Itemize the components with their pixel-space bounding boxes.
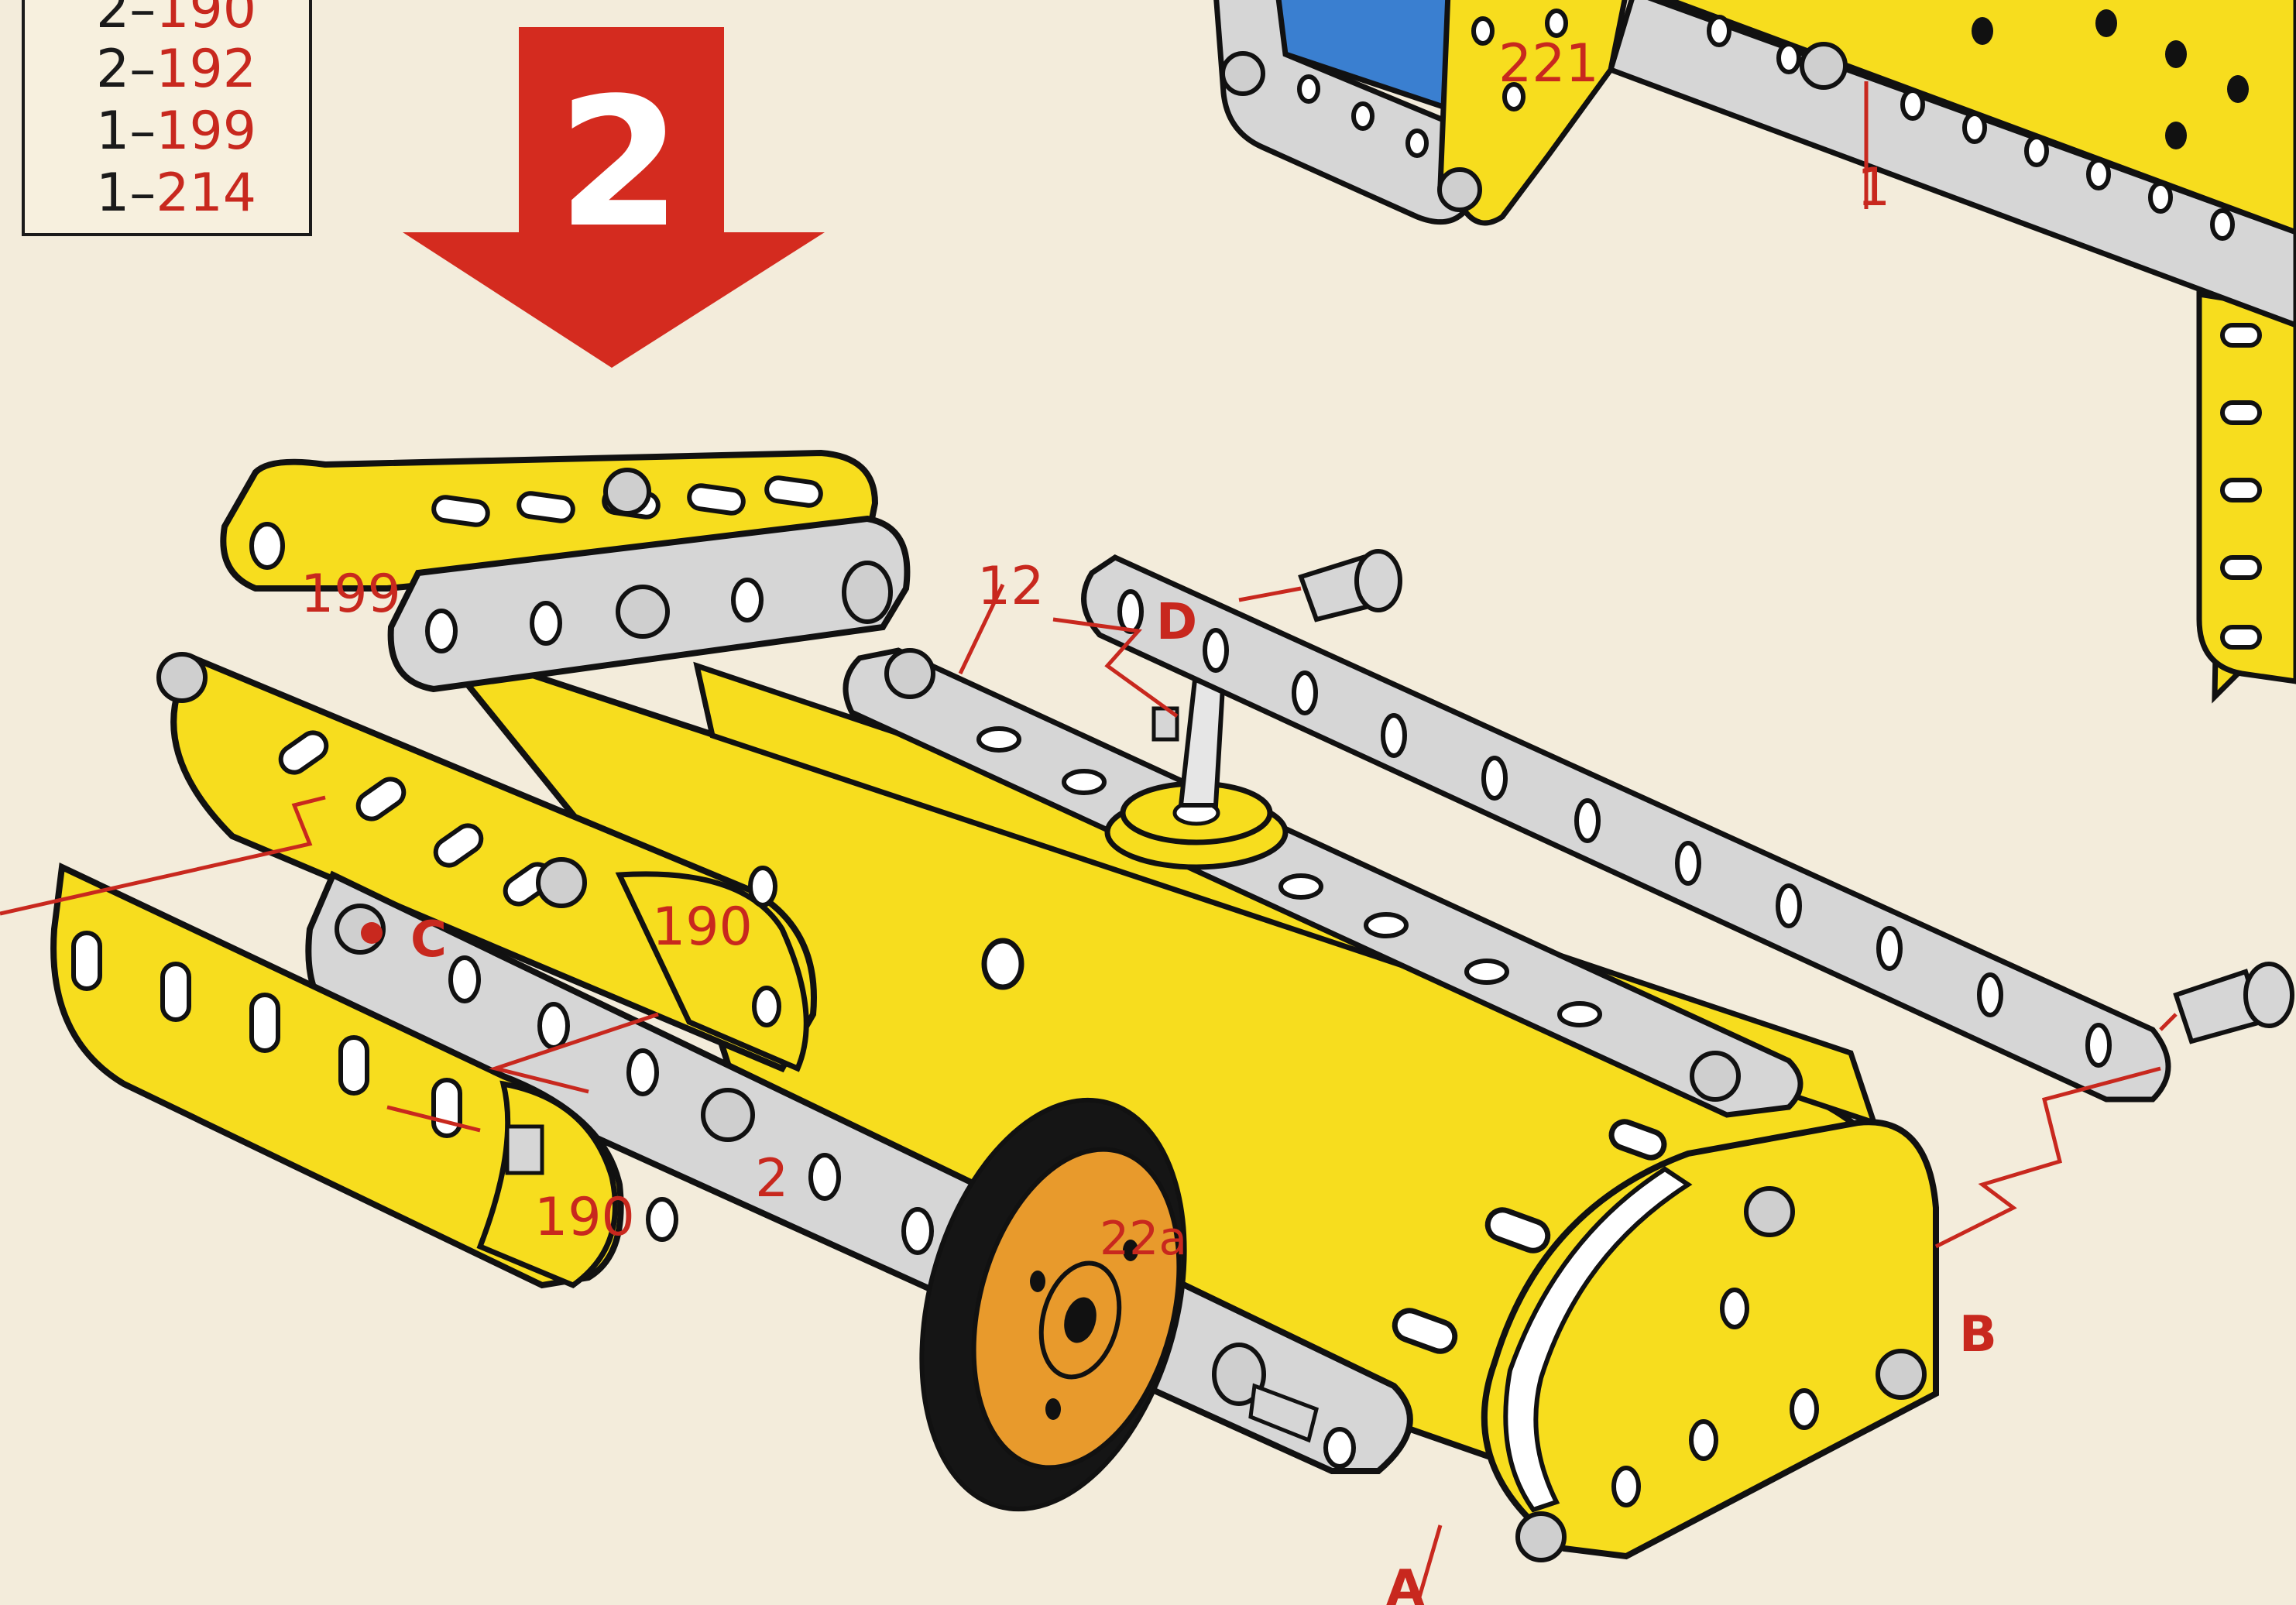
label-d: D [1156, 594, 1197, 651]
label-199: 199 [300, 564, 401, 625]
label-c: C [410, 911, 447, 969]
parts-number: 199 [156, 101, 256, 162]
bolt-icon [2176, 964, 2292, 1041]
parts-qty: 2– [96, 0, 156, 40]
label-b: B [1959, 1306, 1997, 1363]
label-12: 12 [977, 556, 1045, 617]
parts-qty: 2– [96, 39, 156, 100]
label-22a: 22a [1100, 1212, 1187, 1266]
label-190-upper: 190 [652, 897, 753, 958]
parts-list-row: 1–214 [96, 167, 256, 220]
parts-number: 190 [156, 0, 256, 40]
parts-list-row: 2–190 [96, 0, 256, 36]
step-number: 2 [558, 60, 681, 267]
parts-number: 192 [156, 39, 256, 100]
parts-qty: 1– [96, 101, 156, 162]
label-2: 2 [755, 1148, 788, 1209]
label-1: 1 [1857, 157, 1890, 218]
label-221: 221 [1498, 33, 1599, 94]
bolt-icon [1301, 551, 1400, 619]
parts-number: 214 [156, 163, 256, 224]
parts-qty: 1– [96, 163, 156, 224]
parts-list-row: 1–199 [96, 105, 256, 158]
parts-list-row: 2–192 [96, 43, 256, 96]
label-190-lower: 190 [534, 1187, 635, 1248]
label-a: A [1386, 1560, 1425, 1605]
parts-list-box: 2–190 2–192 1–199 1–214 [22, 0, 312, 236]
